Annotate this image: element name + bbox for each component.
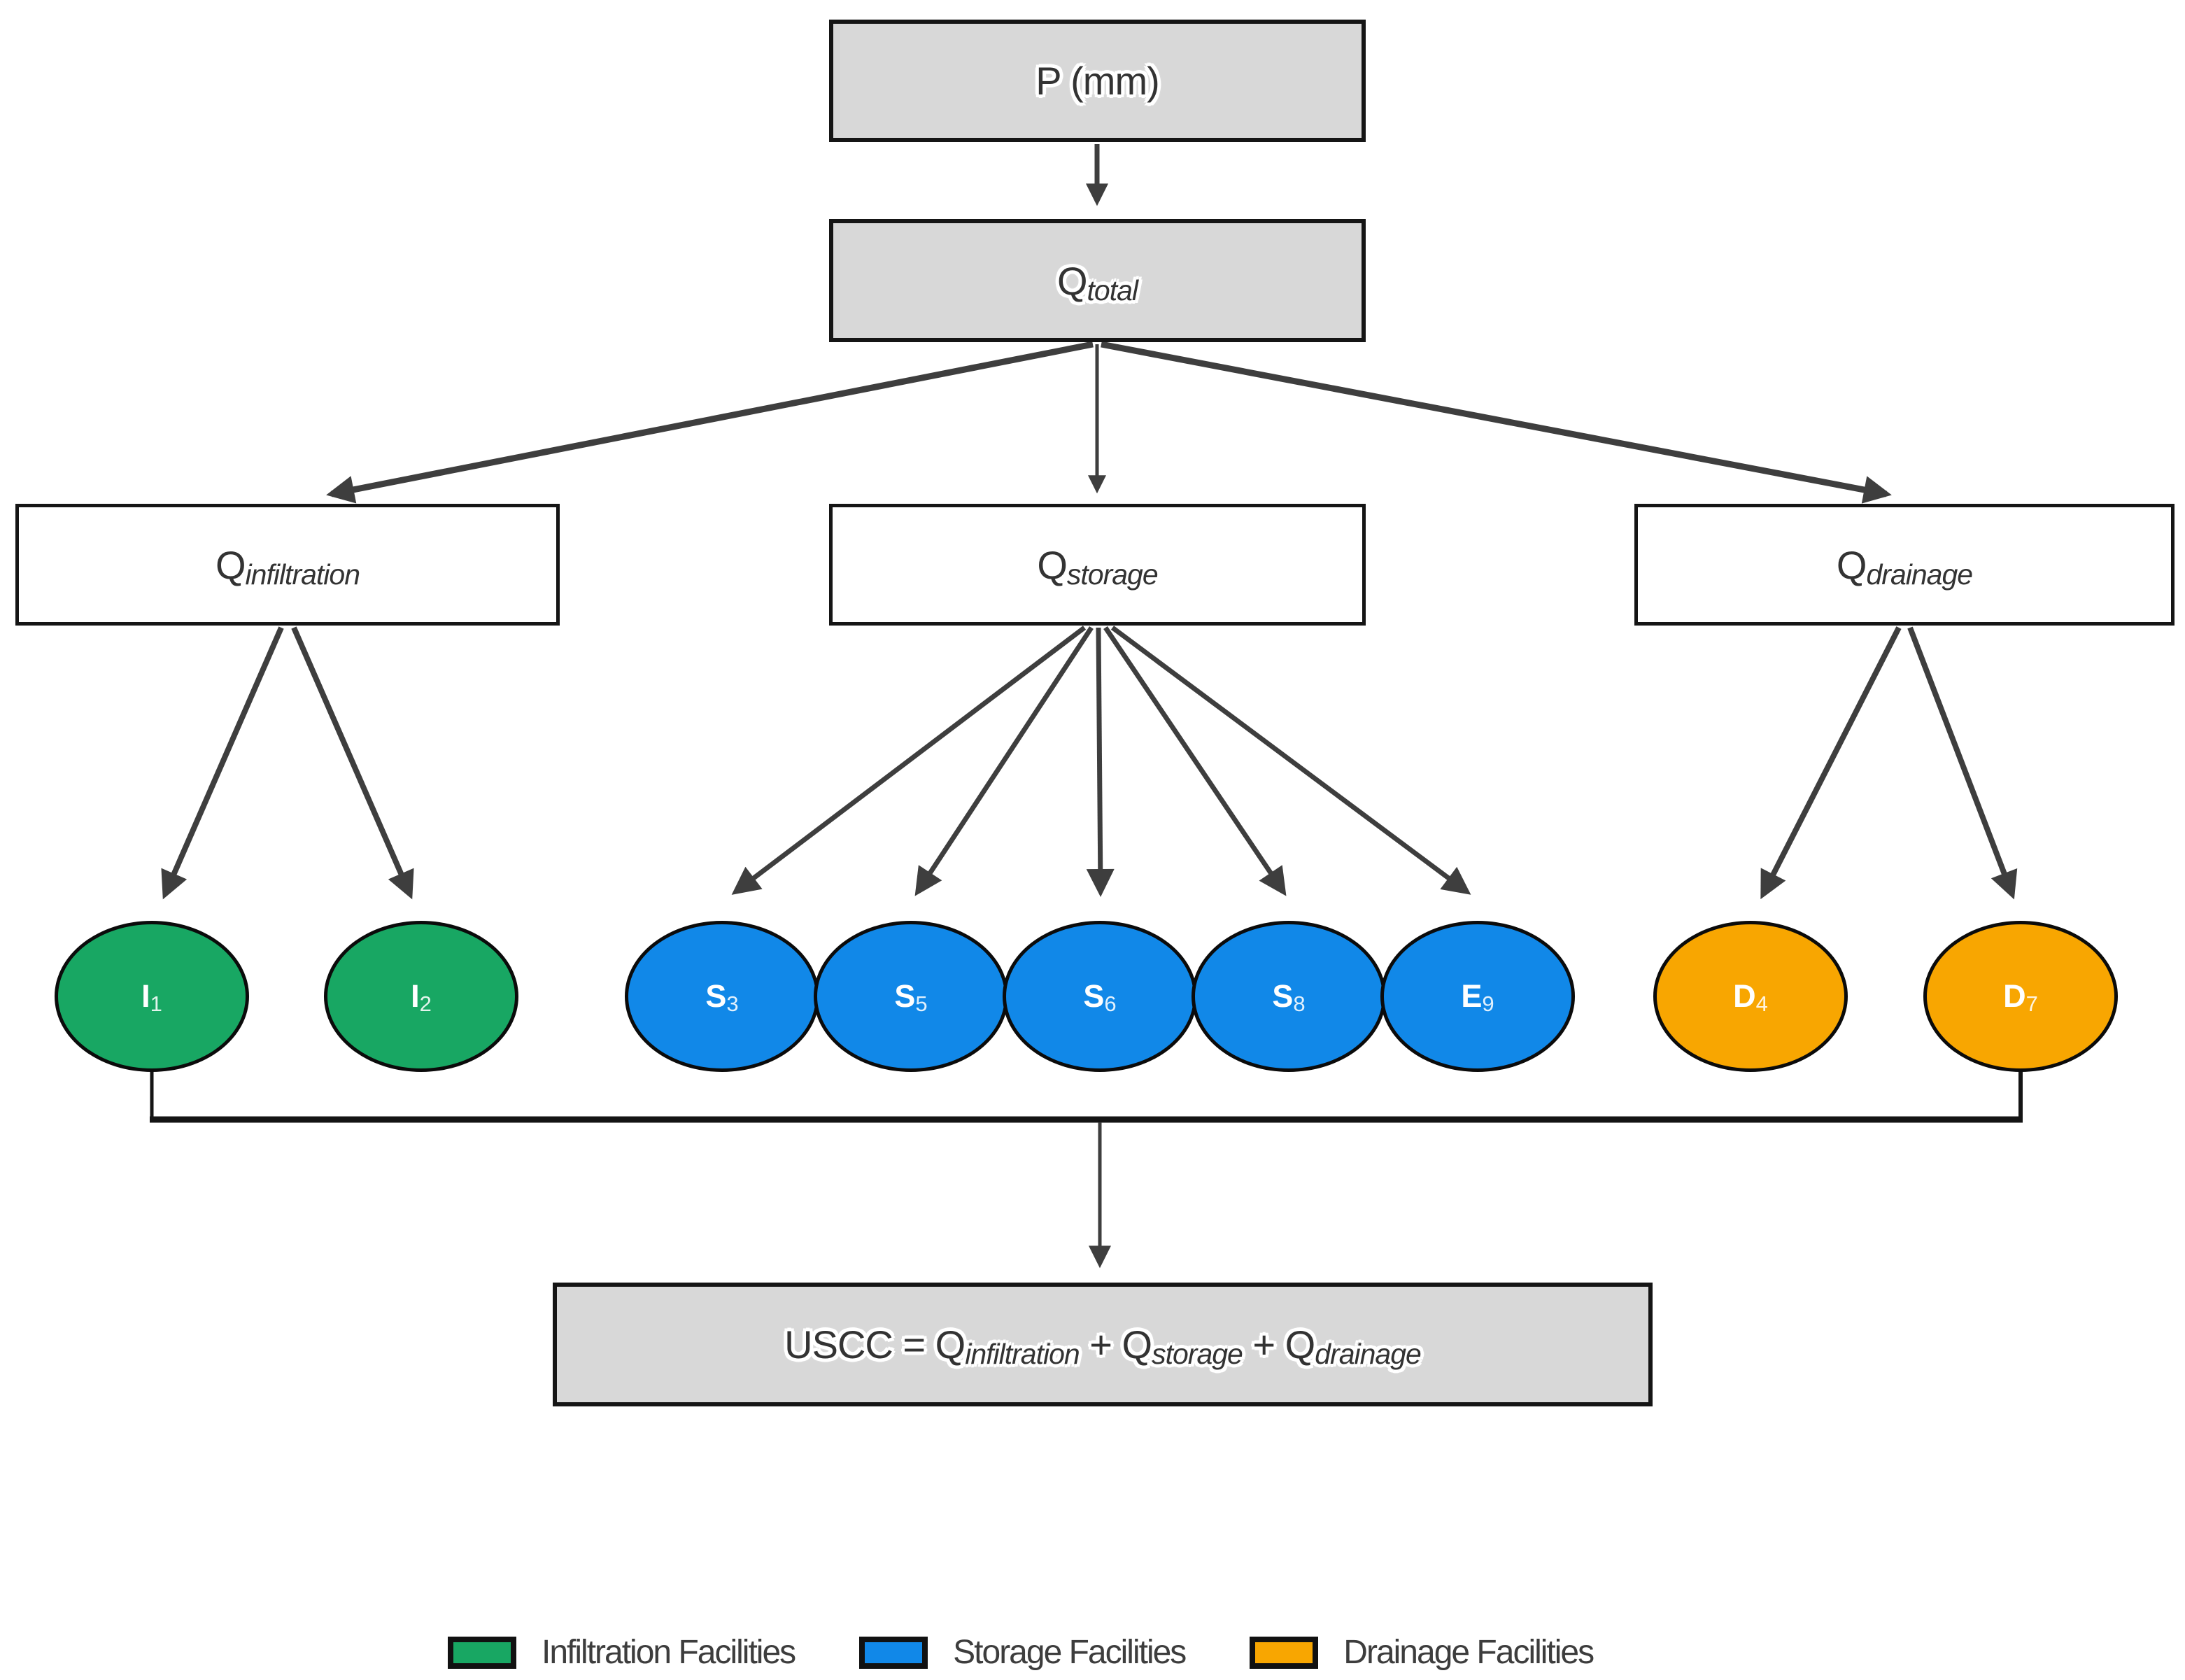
node-q-infiltration: Qinfiltration — [15, 504, 560, 626]
facility-label: I1 — [141, 978, 162, 1016]
facility-ellipse-s8: S8 — [1192, 921, 1386, 1072]
arrow-qdra-to-d7 — [1907, 626, 2018, 900]
node-uscc-result: USCC = Qinfiltration + Qstorage + Qdrain… — [553, 1283, 1653, 1406]
legend-item-drainage: Drainage Facilities — [1250, 1633, 1594, 1672]
facility-label: S6 — [1083, 978, 1117, 1016]
q-drainage-label: Qdrainage — [1836, 542, 1973, 591]
arrow-qinf-to-i1 — [161, 626, 284, 900]
facility-label: E9 — [1461, 978, 1494, 1016]
storage-swatch — [859, 1636, 928, 1669]
uscc-formula: USCC = Qinfiltration + Qstorage + Qdrain… — [784, 1322, 1422, 1371]
arrow-qsto-to-s3 — [731, 626, 1087, 895]
facility-label: S5 — [894, 978, 928, 1016]
infiltration-swatch — [448, 1636, 516, 1669]
precipitation-label: P (mm) — [1035, 59, 1159, 103]
q-storage-label: Qstorage — [1037, 542, 1158, 591]
arrow-qsto-to-e9 — [1110, 626, 1471, 895]
facility-ellipse-e9: E9 — [1380, 921, 1575, 1072]
facility-ellipse-s3: S3 — [625, 921, 819, 1072]
q-total-label: Qtotal — [1056, 258, 1138, 306]
arrow-qsto-to-s5 — [914, 626, 1094, 896]
facility-ellipse-s6: S6 — [1003, 921, 1197, 1072]
legend: Infiltration Facilities Storage Faciliti… — [448, 1633, 1594, 1672]
facility-ellipse-d4: D4 — [1653, 921, 1848, 1072]
facility-label: S8 — [1272, 978, 1306, 1016]
facility-ellipse-i1: I1 — [55, 921, 249, 1072]
facility-label: S3 — [705, 978, 739, 1016]
arrow-qinf-to-i2 — [291, 626, 414, 900]
legend-item-infiltration: Infiltration Facilities — [448, 1633, 796, 1672]
arrow-qtotal-to-qdrainage — [1101, 341, 1892, 504]
facility-label: D7 — [2003, 978, 2038, 1016]
arrow-qtotal-to-qinfiltration — [326, 341, 1094, 504]
facility-ellipse-d7: D7 — [1923, 921, 2118, 1072]
node-q-total: Qtotal — [829, 219, 1366, 342]
facility-label: D4 — [1733, 978, 1768, 1016]
legend-label: Storage Facilities — [953, 1634, 1187, 1671]
facility-ellipse-s5: S5 — [814, 921, 1008, 1072]
facility-ellipse-i2: I2 — [324, 921, 518, 1072]
node-precipitation: P (mm) — [829, 20, 1366, 142]
q-infiltration-label: Qinfiltration — [215, 542, 360, 591]
legend-label: Drainage Facilities — [1343, 1634, 1594, 1671]
arrow-qdra-to-d4 — [1760, 626, 1902, 900]
arrow-qsto-to-s8 — [1103, 626, 1287, 896]
legend-label: Infiltration Facilities — [542, 1634, 796, 1671]
node-q-storage: Qstorage — [829, 504, 1366, 626]
drainage-swatch — [1250, 1636, 1319, 1669]
node-q-drainage: Qdrainage — [1634, 504, 2175, 626]
arrow-qsto-to-s6 — [1086, 627, 1115, 897]
legend-item-storage: Storage Facilities — [859, 1633, 1187, 1672]
facility-label: I2 — [411, 978, 432, 1016]
